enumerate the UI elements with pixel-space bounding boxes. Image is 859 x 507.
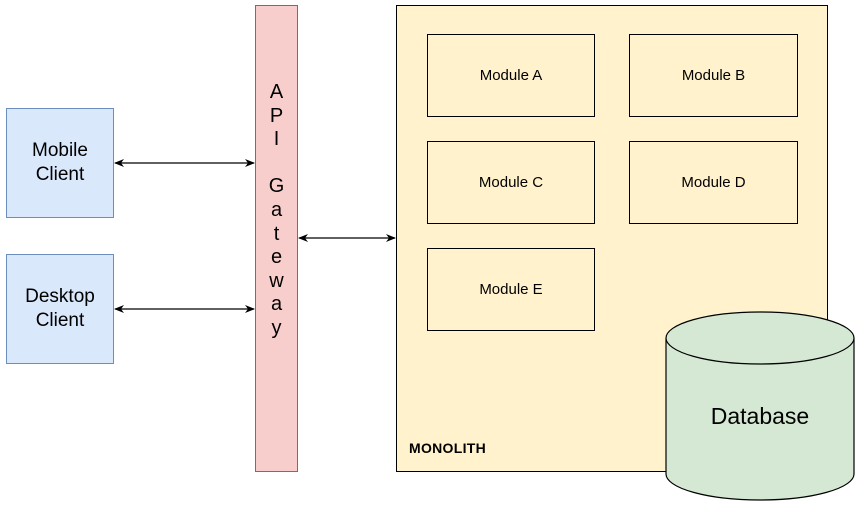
desktop-client-node: Desktop Client — [6, 254, 114, 364]
gateway-letter: y — [271, 316, 282, 339]
module-d: Module D — [629, 141, 798, 224]
module-a: Module A — [427, 34, 595, 117]
gateway-letter: G — [268, 175, 285, 198]
database-cylinder — [665, 311, 855, 501]
gateway-letter: P — [269, 104, 284, 127]
gateway-letter: a — [270, 293, 283, 316]
database-label: Database — [710, 403, 810, 429]
api-gateway-node: A P I G a t e w a y — [255, 5, 298, 472]
module-e: Module E — [427, 248, 595, 331]
gateway-letter: I — [273, 128, 280, 151]
module-c: Module C — [427, 141, 595, 224]
module-b: Module B — [629, 34, 798, 117]
gateway-letter: e — [270, 246, 283, 269]
gateway-letter: A — [269, 81, 284, 103]
gateway-letter: t — [273, 222, 280, 245]
monolith-label: MONOLITH — [409, 440, 487, 456]
gateway-letter: a — [270, 198, 283, 221]
gateway-letter: w — [269, 269, 284, 292]
mobile-client-node: Mobile Client — [6, 108, 114, 218]
